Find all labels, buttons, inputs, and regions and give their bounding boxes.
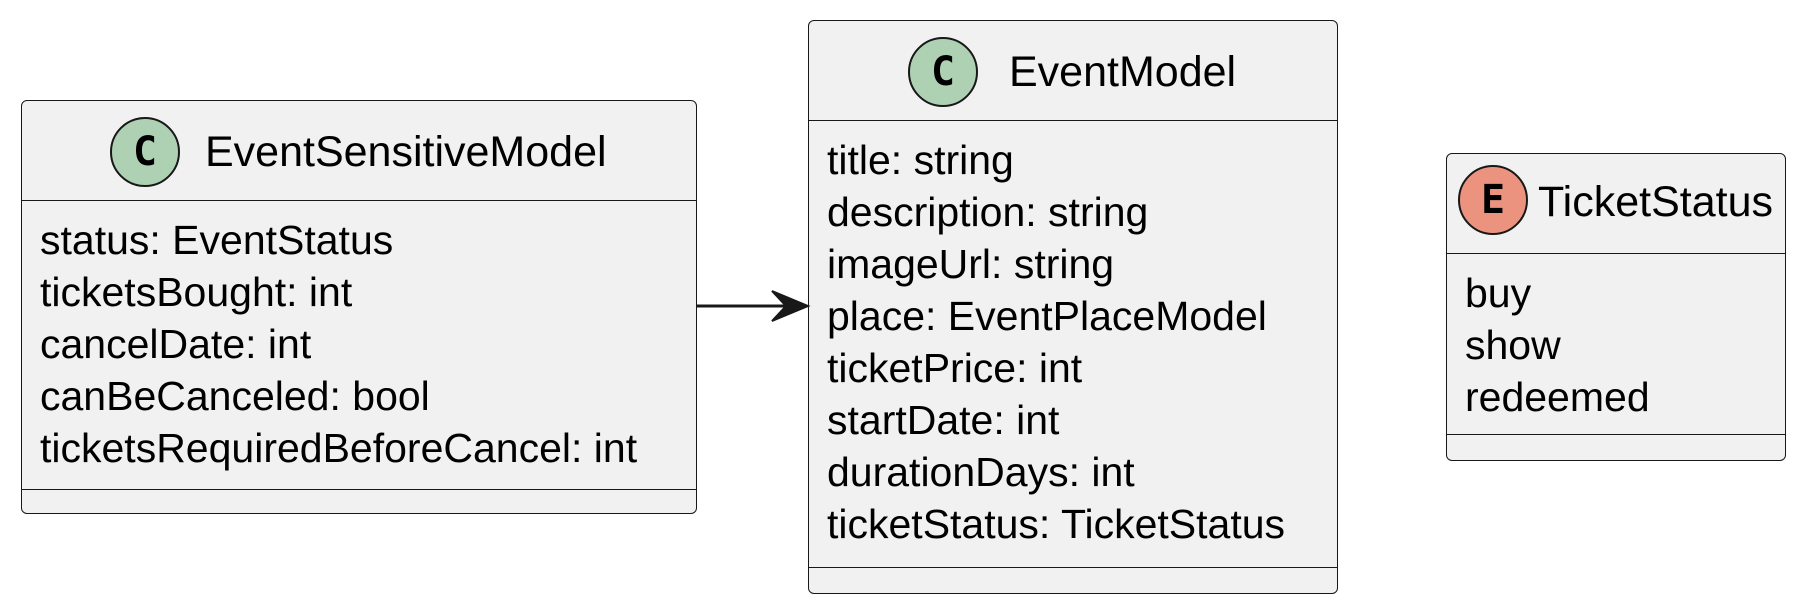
field: startDate: int — [827, 397, 1060, 443]
class-fields: title: string description: string imageU… — [809, 134, 1337, 550]
field: ticketsRequiredBeforeCancel: int — [40, 425, 638, 471]
class-header-divider — [22, 200, 696, 201]
enum-stereotype-icon: E — [1458, 165, 1528, 235]
class-methods-divider — [809, 567, 1337, 568]
arrow-head-icon — [771, 290, 811, 322]
field: imageUrl: string — [827, 241, 1115, 287]
field: ticketStatus: TicketStatus — [827, 501, 1286, 547]
class-event-sensitive-model: C EventSensitiveModel status: EventStatu… — [21, 100, 697, 514]
class-stereotype-icon: C — [110, 117, 180, 187]
class-header-divider — [809, 120, 1337, 121]
class-fields: status: EventStatus ticketsBought: int c… — [22, 214, 696, 474]
class-name: EventModel — [1009, 48, 1237, 96]
field: title: string — [827, 137, 1014, 183]
field: canBeCanceled: bool — [40, 373, 430, 419]
class-methods-divider — [22, 489, 696, 490]
field: ticketsBought: int — [40, 269, 353, 315]
field: durationDays: int — [827, 449, 1135, 495]
enum-ticket-status: E TicketStatus buy show redeemed — [1446, 153, 1786, 461]
class-name: EventSensitiveModel — [205, 128, 607, 176]
enum-values: buy show redeemed — [1447, 267, 1785, 423]
enum-header-divider — [1447, 253, 1785, 254]
class-stereotype-icon: C — [908, 37, 978, 107]
enum-value: show — [1465, 322, 1561, 368]
field: description: string — [827, 189, 1149, 235]
enum-bottom-divider — [1447, 434, 1785, 435]
enum-value: buy — [1465, 270, 1532, 316]
field: cancelDate: int — [40, 321, 312, 367]
field: place: EventPlaceModel — [827, 293, 1267, 339]
class-event-model: C EventModel title: string description: … — [808, 20, 1338, 594]
enum-value: redeemed — [1465, 374, 1650, 420]
enum-name: TicketStatus — [1538, 178, 1773, 226]
field: ticketPrice: int — [827, 345, 1083, 391]
field: status: EventStatus — [40, 217, 394, 263]
